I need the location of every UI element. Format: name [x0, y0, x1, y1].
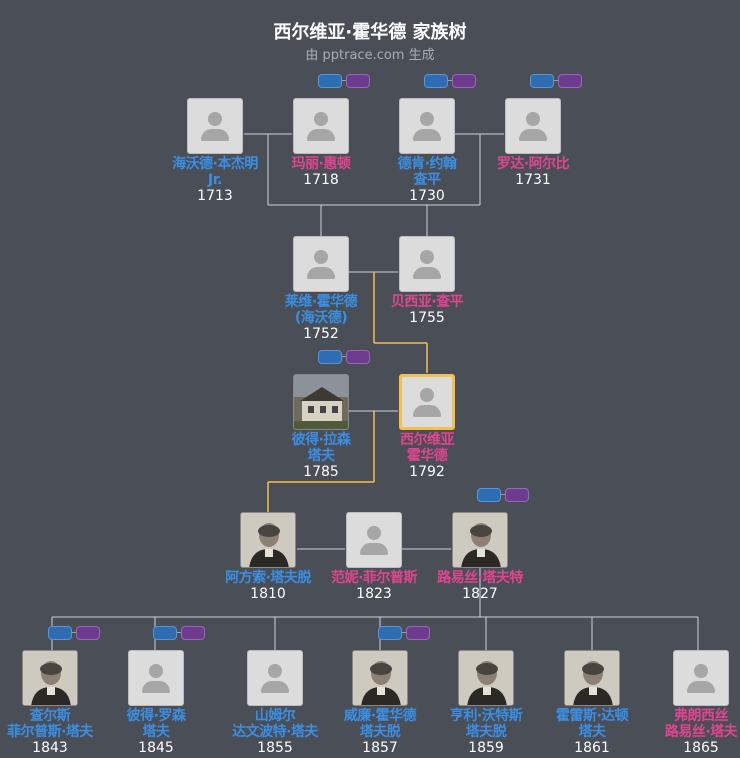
- male-line-toggle-icon[interactable]: [378, 626, 402, 640]
- expand-toggle[interactable]: [153, 626, 205, 640]
- person-birth-year: 1810: [250, 586, 286, 602]
- person-name[interactable]: 彼得·罗森 塔夫: [126, 708, 186, 740]
- portrait-photo[interactable]: [458, 650, 514, 706]
- person-placeholder-icon[interactable]: [673, 650, 729, 706]
- person-birth-year: 1857: [362, 740, 398, 756]
- person-birth-year: 1861: [574, 740, 610, 756]
- house-photo[interactable]: [293, 374, 349, 430]
- person-birth-year: 1827: [462, 586, 498, 602]
- page-subtitle: 由 pptrace.com 生成: [305, 48, 435, 63]
- expand-toggle[interactable]: [530, 74, 582, 88]
- female-line-toggle-icon[interactable]: [346, 74, 370, 88]
- male-line-toggle-icon[interactable]: [477, 488, 501, 502]
- person-name[interactable]: 威廉·霍华德 塔夫脱: [343, 708, 417, 740]
- person-name[interactable]: 弗朗西丝 路易丝·塔夫: [664, 708, 738, 740]
- female-line-toggle-icon[interactable]: [452, 74, 476, 88]
- person-placeholder-icon[interactable]: [293, 236, 349, 292]
- expand-toggle[interactable]: [424, 74, 476, 88]
- person-name[interactable]: 西尔维亚 霍华德: [400, 432, 455, 464]
- person-birth-year: 1865: [683, 740, 719, 756]
- female-line-toggle-icon[interactable]: [181, 626, 205, 640]
- person-card-p5[interactable]: 莱维·霍华德 (海沃德)1752: [266, 236, 376, 342]
- male-line-toggle-icon[interactable]: [318, 350, 342, 364]
- person-placeholder-icon[interactable]: [187, 98, 243, 154]
- person-card-p1[interactable]: 海沃德·本杰明 Jr.1713: [160, 98, 270, 204]
- person-birth-year: 1843: [32, 740, 68, 756]
- person-birth-year: 1792: [409, 464, 445, 480]
- expand-toggle[interactable]: [378, 626, 430, 640]
- person-name[interactable]: 查尔斯 菲尔普斯·塔夫: [7, 708, 93, 740]
- person-name[interactable]: 海沃德·本杰明 Jr.: [172, 156, 258, 188]
- female-line-toggle-icon[interactable]: [346, 350, 370, 364]
- portrait-photo[interactable]: [452, 512, 508, 568]
- female-line-toggle-icon[interactable]: [505, 488, 529, 502]
- person-placeholder-icon[interactable]: [399, 374, 455, 430]
- person-birth-year: 1730: [409, 188, 445, 204]
- person-name[interactable]: 贝西亚·查平: [390, 294, 464, 310]
- expand-toggle[interactable]: [477, 488, 529, 502]
- person-birth-year: 1752: [303, 326, 339, 342]
- person-placeholder-icon[interactable]: [346, 512, 402, 568]
- portrait-photo[interactable]: [22, 650, 78, 706]
- person-birth-year: 1755: [409, 310, 445, 326]
- person-name[interactable]: 范妮·菲尔普斯: [331, 570, 417, 586]
- male-line-toggle-icon[interactable]: [153, 626, 177, 640]
- female-line-toggle-icon[interactable]: [76, 626, 100, 640]
- person-name[interactable]: 阿方索·塔夫脱: [225, 570, 311, 586]
- person-name[interactable]: 亨利·沃特斯 塔夫脱: [449, 708, 523, 740]
- person-name[interactable]: 山姆尔 达文波特·塔夫: [232, 708, 318, 740]
- expand-toggle[interactable]: [48, 626, 100, 640]
- person-birth-year: 1823: [356, 586, 392, 602]
- person-birth-year: 1731: [515, 172, 551, 188]
- person-name[interactable]: 莱维·霍华德 (海沃德): [284, 294, 358, 326]
- male-line-toggle-icon[interactable]: [424, 74, 448, 88]
- person-placeholder-icon[interactable]: [128, 650, 184, 706]
- person-birth-year: 1718: [303, 172, 339, 188]
- male-line-toggle-icon[interactable]: [48, 626, 72, 640]
- person-birth-year: 1713: [197, 188, 233, 204]
- portrait-photo[interactable]: [564, 650, 620, 706]
- portrait-photo[interactable]: [240, 512, 296, 568]
- person-placeholder-icon[interactable]: [505, 98, 561, 154]
- person-birth-year: 1859: [468, 740, 504, 756]
- page-title: 西尔维亚·霍华德 家族树: [273, 22, 467, 43]
- person-name[interactable]: 霍雷斯·达顿 塔夫: [555, 708, 629, 740]
- person-name[interactable]: 德肯·约翰 查平: [397, 156, 457, 188]
- person-name[interactable]: 彼得·拉森 塔夫: [291, 432, 351, 464]
- person-placeholder-icon[interactable]: [399, 236, 455, 292]
- female-line-toggle-icon[interactable]: [558, 74, 582, 88]
- person-placeholder-icon[interactable]: [293, 98, 349, 154]
- male-line-toggle-icon[interactable]: [530, 74, 554, 88]
- person-placeholder-icon[interactable]: [247, 650, 303, 706]
- portrait-photo[interactable]: [352, 650, 408, 706]
- person-name[interactable]: 玛丽·惠顿: [291, 156, 351, 172]
- person-birth-year: 1785: [303, 464, 339, 480]
- male-line-toggle-icon[interactable]: [318, 74, 342, 88]
- person-name[interactable]: 罗达·阿尔比: [496, 156, 570, 172]
- person-birth-year: 1855: [257, 740, 293, 756]
- person-birth-year: 1845: [138, 740, 174, 756]
- female-line-toggle-icon[interactable]: [406, 626, 430, 640]
- expand-toggle[interactable]: [318, 74, 370, 88]
- expand-toggle[interactable]: [318, 350, 370, 364]
- person-placeholder-icon[interactable]: [399, 98, 455, 154]
- person-name[interactable]: 路易丝·塔夫特: [437, 570, 523, 586]
